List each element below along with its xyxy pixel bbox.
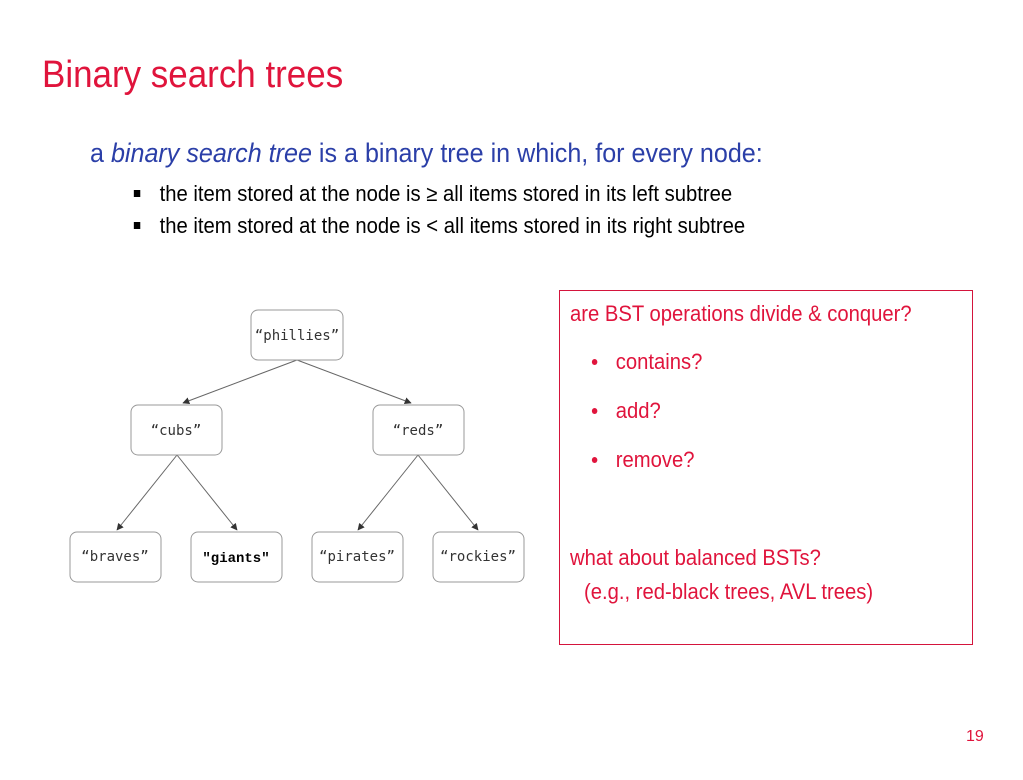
tree-node-leaf: “rockies”	[432, 531, 525, 583]
question-item: contains?	[590, 349, 702, 398]
edge-reds-pirates	[357, 454, 419, 531]
question-item-text: contains?	[615, 349, 703, 374]
question-item-text: remove?	[615, 447, 695, 472]
bullet-text: the item stored at the node is ≥ all ite…	[159, 181, 733, 206]
question-box: are BST operations divide & conquer? con…	[559, 290, 973, 645]
intro-term: binary search tree	[110, 138, 312, 168]
slide-title: Binary search trees	[42, 54, 344, 96]
node-label: “braves”	[81, 549, 148, 565]
tree-node-right: “reds”	[372, 404, 465, 456]
tree-node-root: “phillies”	[250, 309, 344, 361]
square-bullet-icon	[133, 222, 141, 229]
edge-cubs-giants	[176, 454, 238, 531]
node-label: “pirates”	[319, 549, 395, 565]
question-item: remove?	[590, 447, 702, 496]
page-number: 19	[966, 728, 984, 745]
bullet-dot-icon	[591, 359, 598, 365]
bullet-dot-icon	[591, 457, 598, 463]
tree-node-leaf: “braves”	[69, 531, 162, 583]
tree-node-leaf: "giants"	[190, 531, 283, 583]
definition-bullets: the item stored at the node is ≥ all ite…	[132, 178, 799, 242]
bullet-item: the item stored at the node is < all ite…	[132, 210, 745, 242]
edge-phillies-cubs	[182, 359, 298, 405]
question-item-text: add?	[615, 398, 661, 423]
node-label: “cubs”	[151, 423, 202, 439]
intro-prefix: a	[90, 138, 111, 168]
tree-node-left: “cubs”	[130, 404, 223, 456]
question-text: are BST operations divide & conquer?	[570, 301, 912, 326]
followup-detail: (e.g., red-black trees, AVL trees)	[584, 579, 874, 604]
followup-question: what about balanced BSTs?	[570, 545, 821, 570]
bullet-text: the item stored at the node is < all ite…	[159, 213, 746, 238]
node-label: “phillies”	[255, 328, 339, 344]
edge-cubs-braves	[116, 454, 178, 531]
bullet-dot-icon	[591, 408, 598, 414]
tree-node-leaf: “pirates”	[311, 531, 404, 583]
node-label: "giants"	[202, 551, 269, 567]
edge-reds-rockies	[417, 454, 479, 531]
bullet-item: the item stored at the node is ≥ all ite…	[132, 178, 745, 210]
node-label: “rockies”	[440, 549, 516, 565]
square-bullet-icon	[133, 190, 141, 197]
node-label: “reds”	[393, 423, 444, 439]
edge-phillies-reds	[296, 359, 412, 405]
question-item: add?	[590, 398, 702, 447]
question-list: contains? add? remove?	[590, 349, 712, 496]
intro-sentence: a binary search tree is a binary tree in…	[90, 138, 763, 169]
intro-suffix: is a binary tree in which, for every nod…	[311, 138, 763, 168]
